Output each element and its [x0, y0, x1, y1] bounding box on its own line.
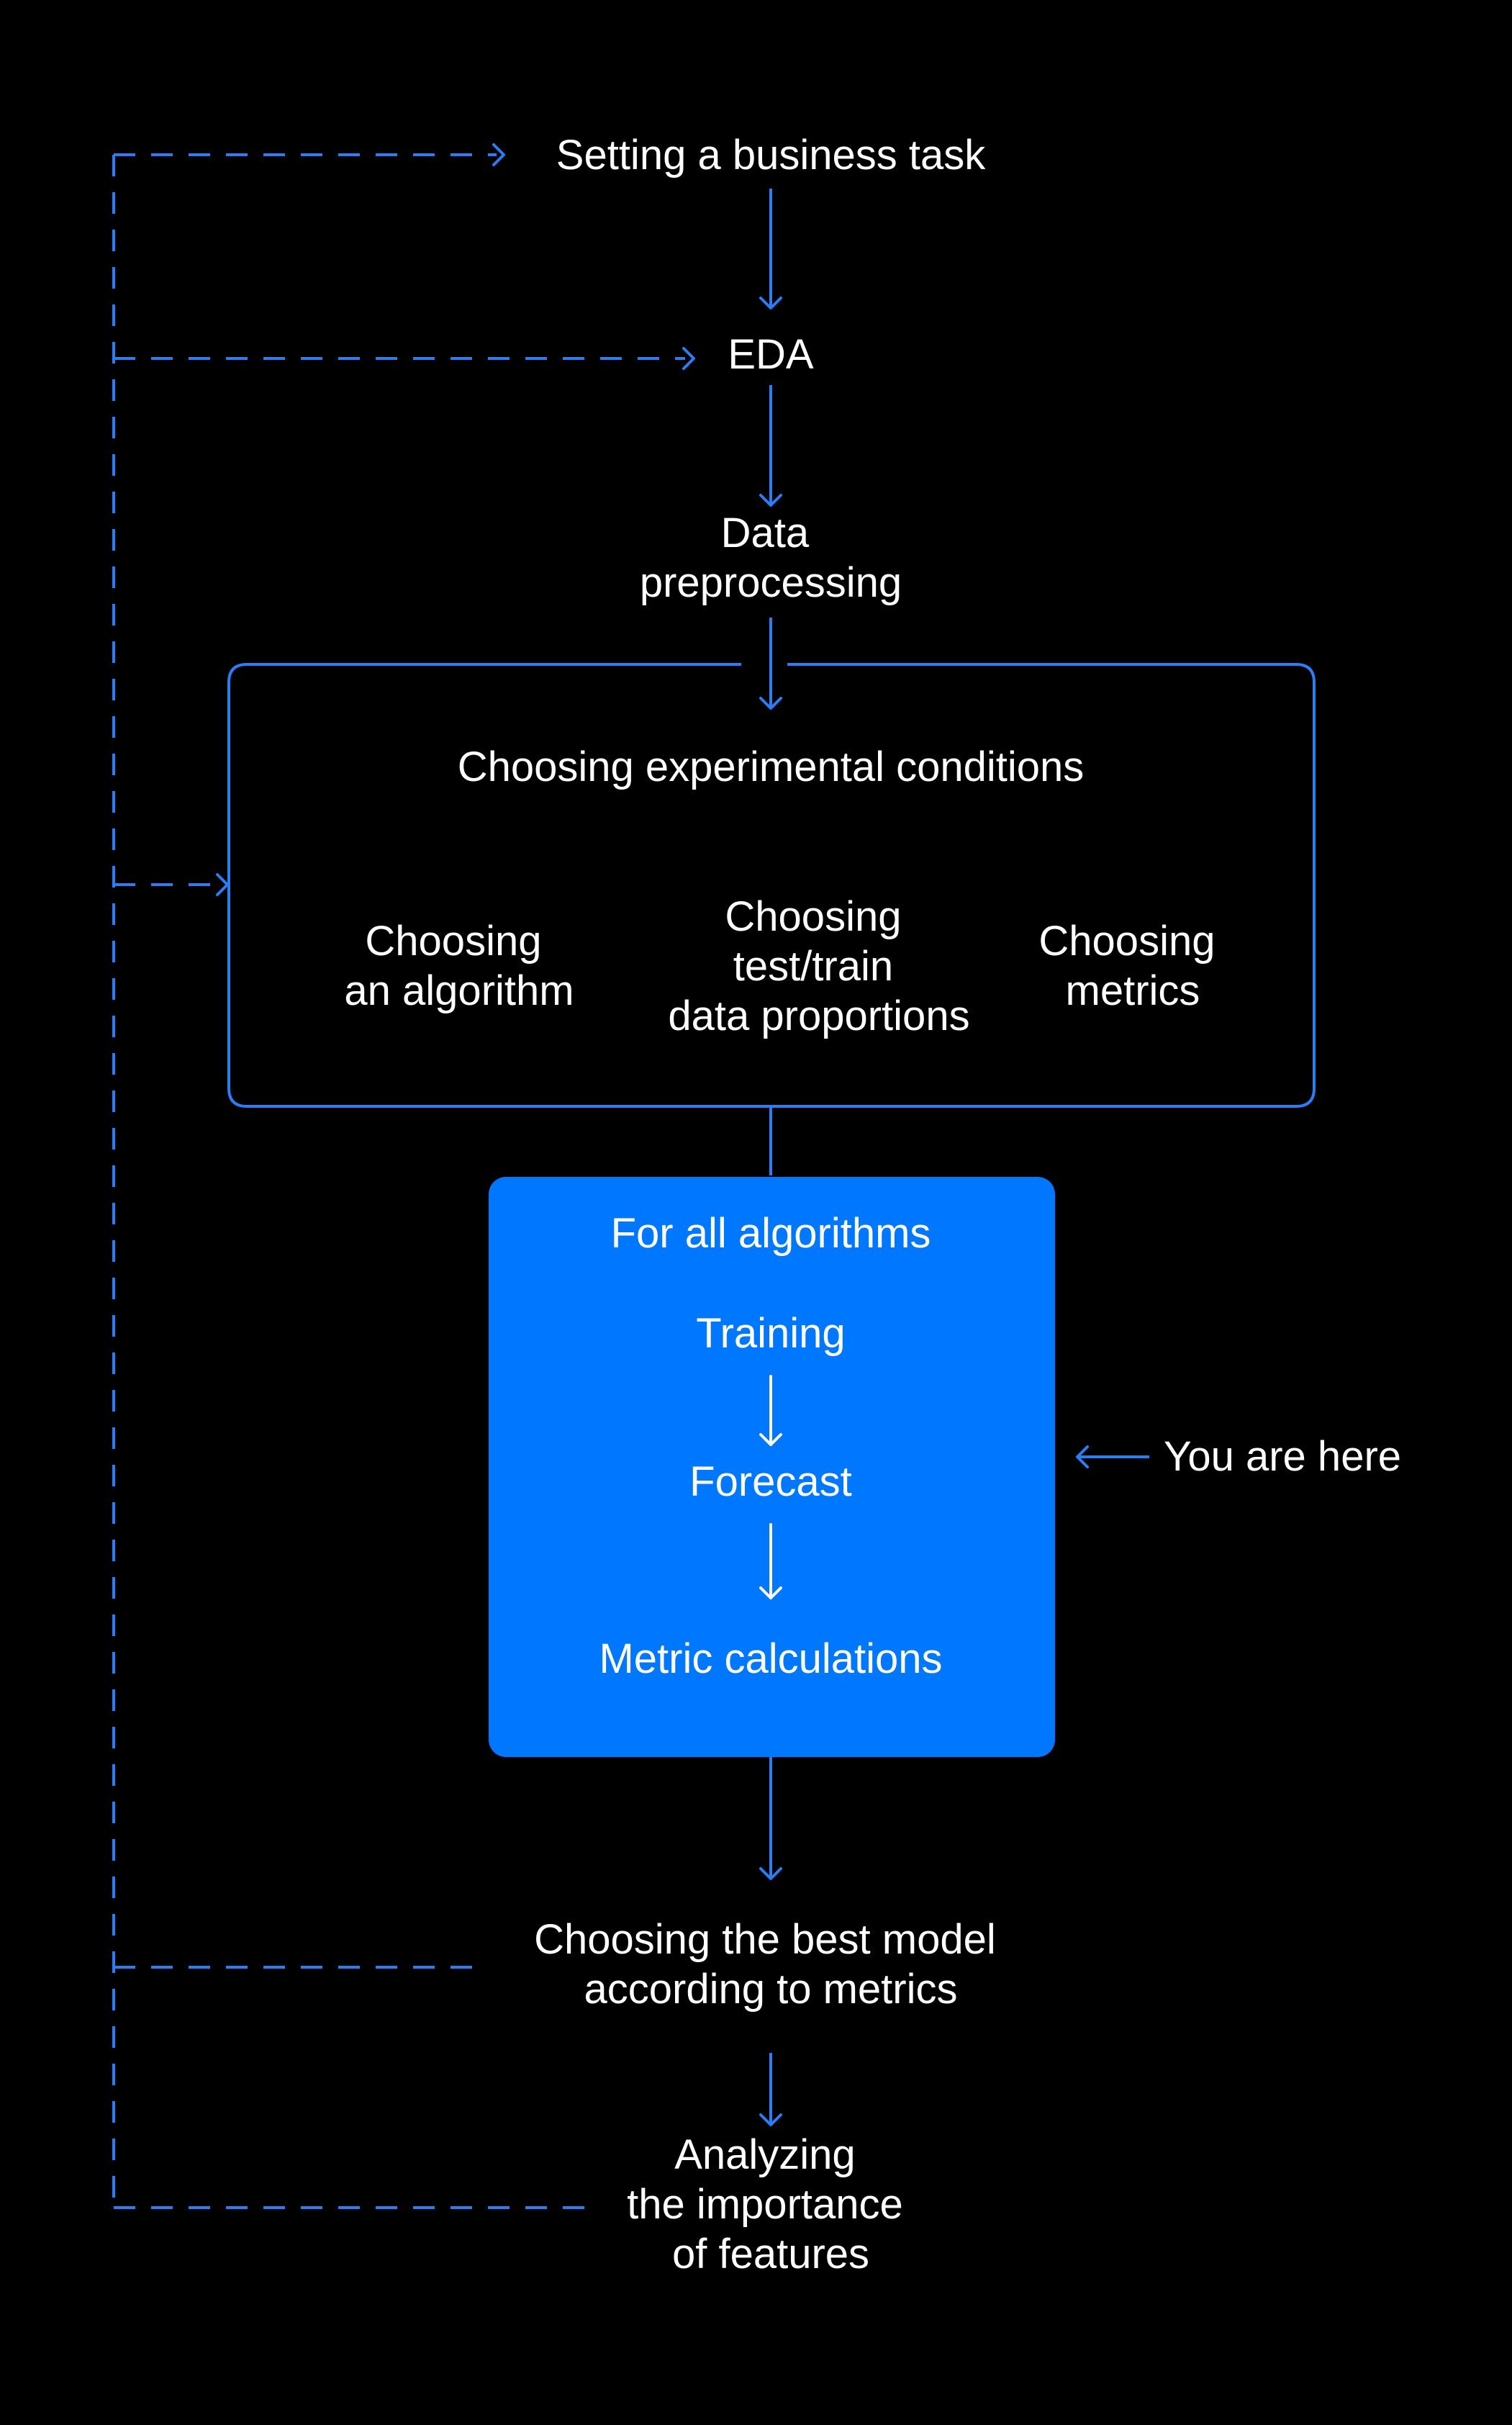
- algorithm-loop-box: [489, 1177, 1055, 1757]
- arrowhead-features: [759, 2113, 782, 2126]
- flow-connectors: [759, 189, 782, 2126]
- choosing-algorithm-label: Choosing an algorithm: [344, 918, 574, 1014]
- features-importance-label: Analyzing the importance of features: [627, 2131, 915, 2277]
- experimental-conditions-title: Choosing experimental conditions: [458, 744, 1085, 790]
- choosing-proportions-label: Choosing test/train data proportions: [668, 893, 969, 1039]
- feedback-arrowhead-eda: [682, 347, 695, 370]
- experimental-conditions-box: [227, 663, 1316, 1108]
- arrowhead-preprocessing: [759, 494, 782, 507]
- loop-inner-connectors: [759, 1375, 782, 1599]
- arrowhead-best-model: [759, 1867, 782, 1880]
- arrowhead-forecast: [759, 1433, 782, 1446]
- feedback-arrowhead-experimental: [216, 873, 229, 896]
- forecast-label: Forecast: [689, 1458, 852, 1505]
- arrowhead-eda: [759, 297, 782, 310]
- business-task-label: Setting a business task: [556, 132, 986, 179]
- training-label: Training: [696, 1310, 845, 1357]
- for-all-algorithms-label: For all algorithms: [611, 1210, 931, 1257]
- choosing-metrics-label: Choosing metrics: [1038, 918, 1226, 1014]
- eda-label: EDA: [728, 331, 814, 378]
- you-are-here-label: You are here: [1164, 1433, 1401, 1480]
- you-are-here-arrowhead: [1076, 1445, 1089, 1468]
- feedback-loop: [112, 143, 695, 2209]
- you-are-here-pointer: [1076, 1445, 1149, 1468]
- arrowhead-metric-calculations: [759, 1586, 782, 1599]
- arrowhead-experimental: [759, 697, 782, 710]
- metric-calculations-label: Metric calculations: [599, 1635, 942, 1682]
- preprocessing-label: Data preprocessing: [640, 510, 902, 606]
- feedback-arrowhead-business-task: [492, 143, 505, 166]
- best-model-label: Choosing the best model according to met…: [534, 1916, 1008, 2013]
